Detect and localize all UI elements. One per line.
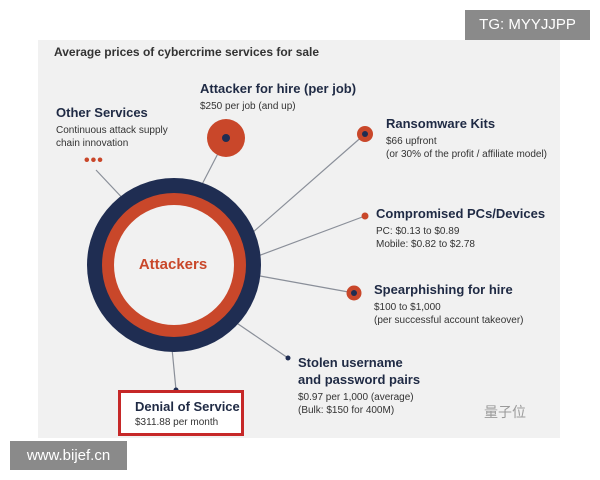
compromised-pcs-label: Compromised PCs/Devices PC: $0.13 to $0.… [376,205,545,251]
diagram-title: Average prices of cybercrime services fo… [54,45,320,59]
stolen-credentials-title-line-2: and password pairs [298,372,421,387]
attacker-for-hire-desc: $250 per job (and up) [200,101,296,112]
spearphishing-node-dot [351,290,357,296]
attackers-label: Attackers [138,256,208,273]
denial-of-service-box: Denial of Service $311.88 per month [118,390,244,436]
connector-spearphishing [259,275,355,294]
stolen-credentials-desc-line-1: $0.97 per 1,000 (average) [298,392,414,403]
connector-ransomware [243,133,366,241]
attacker-for-hire-title: Attacker for hire (per job) [200,81,357,96]
ransomware-kits-desc-line-2: (or 30% of the profit / affiliate model) [386,149,548,160]
other-services-desc-line-2: chain innovation [56,138,129,149]
ransomware-kits-label: Ransomware Kits $66 upfront (or 30% of t… [386,115,547,161]
denial-of-service-desc: $311.88 per month [135,417,219,428]
compromised-pcs-desc-line-1: PC: $0.13 to $0.89 [376,226,460,237]
other-services-label: Other Services Continuous attack supply … [56,104,168,150]
spearphishing-title: Spearphishing for hire [374,282,513,297]
attackers-inner-circle [114,205,234,325]
more-dots-icon: ••• [84,152,104,169]
compromised-pcs-desc-line-2: Mobile: $0.82 to $2.78 [376,239,475,250]
other-services-title: Other Services [56,105,148,120]
stolen-credentials-node [285,355,291,361]
compromised-pcs-node [361,212,369,220]
spearphishing-desc-line-2: (per successful account takeover) [374,315,524,326]
compromised-pcs-title: Compromised PCs/Devices [376,206,546,221]
watermark-logo: 量子位 [484,404,526,420]
other-services-desc-line-1: Continuous attack supply [56,125,168,136]
ransomware-kits-title: Ransomware Kits [386,116,496,131]
watermark-top: TG: MYYJJPP [465,10,590,40]
stolen-credentials-title-line-1: Stolen username [298,355,403,370]
stolen-credentials-desc-line-2: (Bulk: $150 for 400M) [298,405,395,416]
connector-compromised-pcs [257,215,366,257]
spearphishing-label: Spearphishing for hire $100 to $1,000 (p… [374,281,524,327]
spearphishing-desc-line-1: $100 to $1,000 [374,302,441,313]
watermark-bottom: www.bijef.cn [10,441,127,470]
attacker-for-hire-label: Attacker for hire (per job) $250 per job… [200,80,356,113]
stolen-credentials-label: Stolen username and password pairs $0.97… [298,354,420,417]
denial-of-service-title: Denial of Service [135,399,240,414]
ransomware-node-dot [362,131,368,137]
ransomware-kits-desc-line-1: $66 upfront [386,136,437,147]
attacker-for-hire-node-dot [222,134,230,142]
